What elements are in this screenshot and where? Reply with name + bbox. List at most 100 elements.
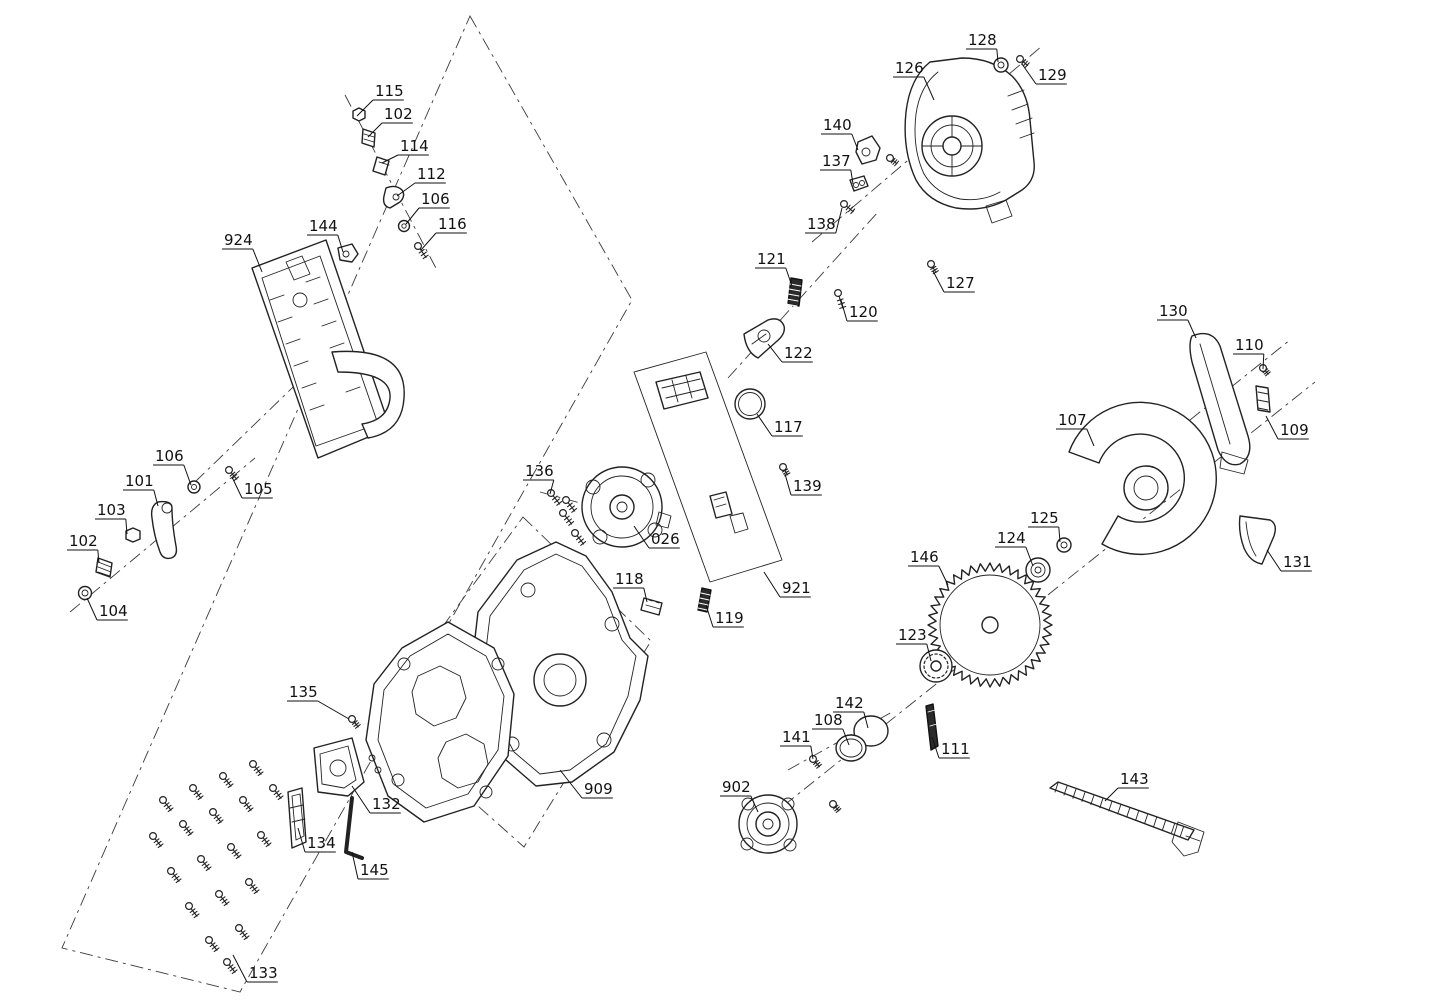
svg-text:142: 142 xyxy=(835,694,864,712)
part-125-nut xyxy=(1056,537,1072,553)
svg-text:146: 146 xyxy=(910,548,939,566)
part-label-137: 137 xyxy=(820,152,854,185)
part-026-motor xyxy=(581,466,672,548)
part-label-102: 102 xyxy=(67,532,100,564)
svg-text:141: 141 xyxy=(782,728,811,746)
part-label-108: 108 xyxy=(812,711,850,746)
svg-text:134: 134 xyxy=(307,834,336,852)
screw-icon xyxy=(185,901,200,919)
part-label-124: 124 xyxy=(995,529,1034,567)
svg-text:123: 123 xyxy=(898,626,927,644)
part-label-123: 123 xyxy=(896,626,932,662)
svg-text:120: 120 xyxy=(849,303,878,321)
svg-text:137: 137 xyxy=(822,152,851,170)
part-111-wrench xyxy=(925,703,939,751)
part-label-026: 026 xyxy=(633,525,680,549)
part-label-902: 902 xyxy=(720,778,759,813)
part-114-pin xyxy=(372,156,390,176)
svg-text:114: 114 xyxy=(400,137,429,155)
svg-text:108: 108 xyxy=(814,711,843,729)
svg-text:135: 135 xyxy=(289,683,318,701)
part-label-119: 119 xyxy=(705,604,744,628)
part-119-spring xyxy=(697,587,712,613)
part-label-122: 122 xyxy=(767,343,813,363)
part-label-130: 130 xyxy=(1157,302,1197,339)
part-label-909: 909 xyxy=(559,769,613,799)
part-144-clip xyxy=(337,243,359,263)
part-label-120: 120 xyxy=(840,299,878,322)
part-121-spring xyxy=(785,277,803,307)
part-108-oring xyxy=(835,734,867,762)
part-label-106: 106 xyxy=(153,447,192,486)
part-134-bracket xyxy=(287,787,307,849)
screw-icon xyxy=(348,714,361,729)
part-902-motor-unit xyxy=(738,794,798,854)
part-label-141: 141 xyxy=(780,728,814,760)
svg-text:132: 132 xyxy=(372,795,401,813)
part-label-146: 146 xyxy=(908,548,949,586)
part-909-gear-housing xyxy=(365,541,649,823)
part-122-lever xyxy=(743,318,786,359)
part-label-143: 143 xyxy=(1104,770,1149,802)
svg-text:909: 909 xyxy=(584,780,613,798)
svg-text:921: 921 xyxy=(782,579,811,597)
screw-icon xyxy=(189,783,204,801)
screw-icon xyxy=(205,935,220,953)
part-label-102: 102 xyxy=(367,105,413,138)
svg-text:105: 105 xyxy=(244,480,273,498)
svg-text:109: 109 xyxy=(1280,421,1309,439)
svg-text:130: 130 xyxy=(1159,302,1188,320)
construction-lines xyxy=(61,14,1316,993)
part-label-109: 109 xyxy=(1265,415,1309,440)
svg-text:116: 116 xyxy=(438,215,467,233)
svg-text:112: 112 xyxy=(417,165,446,183)
svg-text:122: 122 xyxy=(784,344,813,362)
part-label-129: 129 xyxy=(1021,63,1067,85)
screw-icon xyxy=(149,831,164,849)
part-124-outer-flange xyxy=(1025,557,1051,583)
svg-text:110: 110 xyxy=(1235,336,1264,354)
part-145-hex-key xyxy=(344,796,364,860)
part-label-144: 144 xyxy=(307,217,344,253)
screw-icon xyxy=(269,783,284,801)
svg-text:126: 126 xyxy=(895,59,924,77)
part-142-ring xyxy=(853,715,889,747)
svg-text:138: 138 xyxy=(807,215,836,233)
part-117-oring xyxy=(734,388,766,420)
part-label-138: 138 xyxy=(805,207,843,234)
part-104-washer xyxy=(77,585,93,601)
svg-text:026: 026 xyxy=(651,530,680,548)
svg-text:133: 133 xyxy=(249,964,278,982)
part-140-bracket xyxy=(855,135,881,165)
svg-text:115: 115 xyxy=(375,82,404,100)
screw-icon xyxy=(223,957,238,975)
part-label-126: 126 xyxy=(893,59,935,101)
part-label-112: 112 xyxy=(396,165,446,197)
svg-text:924: 924 xyxy=(224,231,253,249)
part-label-116: 116 xyxy=(420,215,467,251)
part-label-103: 103 xyxy=(95,501,128,535)
part-143-guide-rail xyxy=(1049,781,1205,857)
part-label-921: 921 xyxy=(763,571,811,598)
part-132-cover xyxy=(313,737,382,797)
screw-icon xyxy=(209,807,224,825)
svg-text:144: 144 xyxy=(309,217,338,235)
svg-text:902: 902 xyxy=(722,778,751,796)
part-label-105: 105 xyxy=(231,476,273,499)
part-label-139: 139 xyxy=(784,473,822,496)
svg-text:139: 139 xyxy=(793,477,822,495)
part-label-106: 106 xyxy=(405,190,450,225)
part-label-142: 142 xyxy=(833,694,869,729)
part-label-133: 133 xyxy=(232,954,278,983)
svg-text:104: 104 xyxy=(99,602,128,620)
svg-text:102: 102 xyxy=(384,105,413,123)
svg-text:102: 102 xyxy=(69,532,98,550)
svg-text:128: 128 xyxy=(968,31,997,49)
screw-icon xyxy=(885,154,900,167)
svg-text:117: 117 xyxy=(774,418,803,436)
screw-icon xyxy=(245,877,260,895)
svg-text:118: 118 xyxy=(615,570,644,588)
svg-text:127: 127 xyxy=(946,274,975,292)
screw-icon xyxy=(1258,364,1271,377)
